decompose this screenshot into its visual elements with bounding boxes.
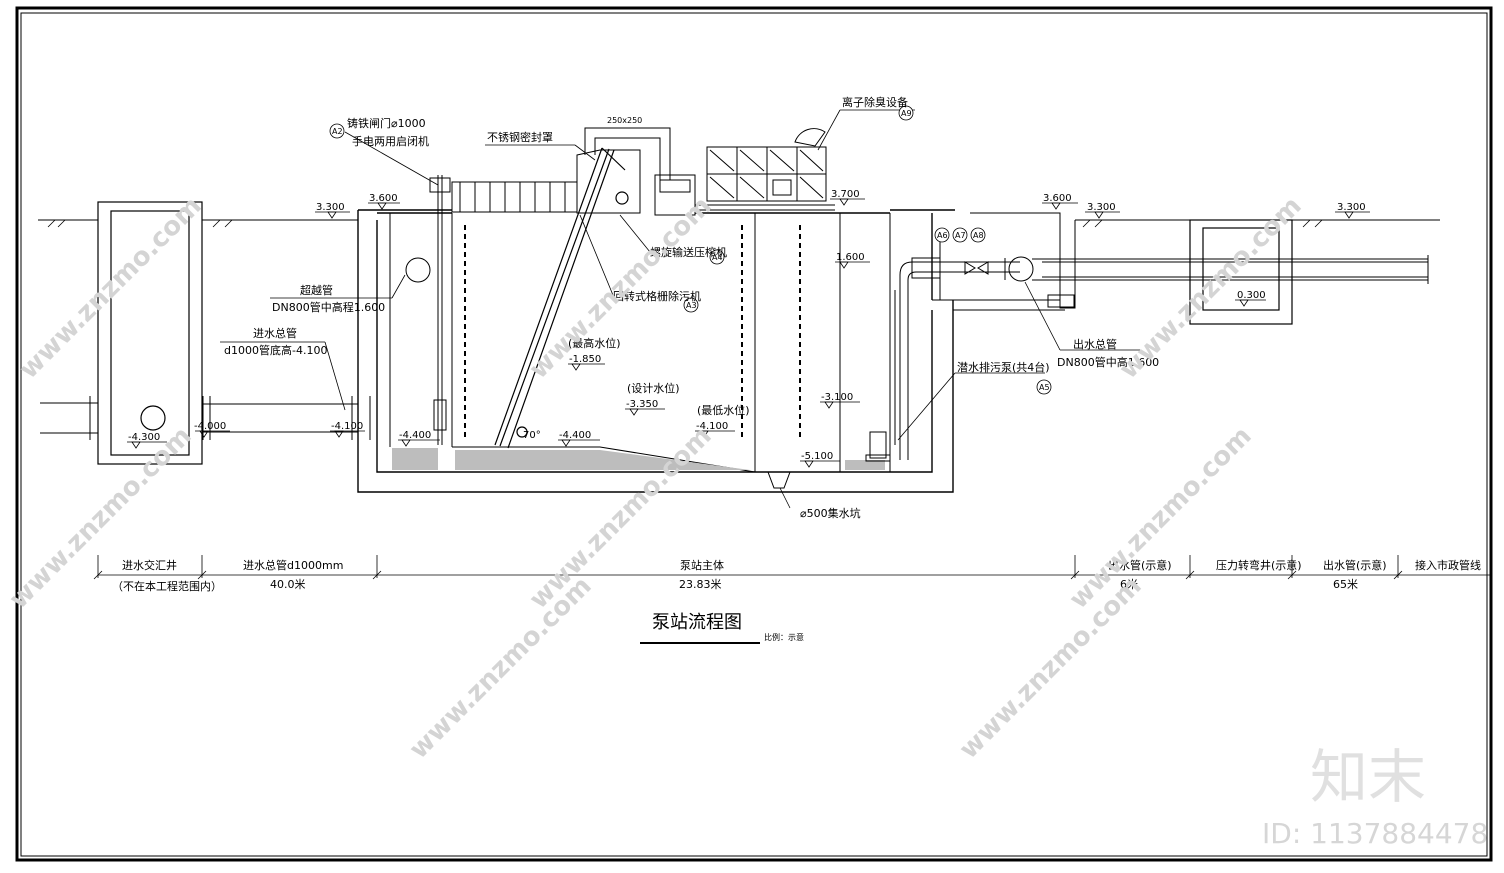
elevation-markers <box>127 198 1370 468</box>
label-design-level: (设计水位) <box>627 381 680 395</box>
label-outlet-main-spec: DN800管中高1.600 <box>1057 355 1159 369</box>
elev-bottom-pump: -5.100 <box>801 451 833 462</box>
section-name-6: 接入市政管线 <box>1415 558 1481 572</box>
tag-a6: A6 <box>937 231 948 240</box>
cast-iron-gate <box>429 175 451 445</box>
tag-a7: A7 <box>955 231 966 240</box>
tag-a4: A4 <box>712 253 723 262</box>
tag-a2: A2 <box>332 127 343 136</box>
elev-design-wl: -3.350 <box>626 399 658 410</box>
section-value-2: 23.83米 <box>679 578 722 591</box>
ground-hatch <box>47 219 1323 228</box>
bypass-pipe <box>405 257 431 283</box>
watermark-logo: 知末 <box>1310 743 1426 811</box>
outer-frame <box>15 6 1493 862</box>
outlet-chamber <box>932 212 1076 311</box>
tag-a9: A9 <box>901 109 912 118</box>
inlet-main-pipe <box>40 396 371 440</box>
inlet-well <box>97 201 203 465</box>
dimension-table-text: 进水交汇井 （不在本工程范围内） 进水总管d1000mm 40.0米 泵站主体 … <box>112 558 1481 593</box>
pump-station-body <box>357 209 955 493</box>
outlet-pipes <box>899 255 1429 460</box>
elev-inlet-pipe-a: -4.000 <box>194 421 226 432</box>
elev-ground-left: 3.300 <box>316 202 345 213</box>
elev-wet-level: 1.600 <box>836 252 865 263</box>
label-angle: 70° <box>523 430 541 441</box>
dimension-table <box>93 555 1490 580</box>
pressure-bend-well <box>1189 219 1293 325</box>
screen-housing <box>576 127 696 216</box>
label-stainless-cover: 不锈钢密封罩 <box>487 130 553 144</box>
section-name-2: 泵站主体 <box>680 558 724 572</box>
elev-inlet-pipe-b: -4.100 <box>331 421 363 432</box>
label-rotary-screen: 回转式格栅除污机 <box>613 289 701 303</box>
label-bypass-pipe: 超越管 <box>300 283 333 297</box>
label-sub-pump: 潜水排污泵(共4台) <box>957 360 1050 374</box>
label-gate-hoist: 手电两用启闭机 <box>352 134 429 148</box>
section-value-5: 65米 <box>1333 578 1358 591</box>
drawing-title-block: 泵站流程图 比例：示意 <box>640 612 804 644</box>
label-min-level: (最低水位) <box>697 403 750 417</box>
component-labels: 铸铁闸门⌀1000 手电两用启闭机 不锈钢密封罩 250x250 离子除臭设备 … <box>224 95 1159 520</box>
watermark-id: ID: 1137884478 <box>1262 817 1488 850</box>
sump-pit <box>767 471 791 489</box>
label-screw-press: 螺旋输送压榨机 <box>650 245 727 259</box>
tag-a8: A8 <box>973 231 984 240</box>
elev-pump-top: 3.600 <box>369 193 398 204</box>
stainless-cover <box>451 181 578 213</box>
deodor-unit <box>695 128 835 211</box>
gravel-fill <box>392 448 885 470</box>
drawing-scale-note: 比例：示意 <box>764 632 804 642</box>
tag-a5: A5 <box>1039 383 1050 392</box>
label-sump: ⌀500集水坑 <box>800 506 861 520</box>
rotary-screen <box>494 147 629 449</box>
label-bypass-pipe-spec: DN800管中高程1.600 <box>272 300 385 314</box>
elev-pump-chamber: -3.100 <box>821 392 853 403</box>
elev-ground-mid: 3.300 <box>1087 202 1116 213</box>
section-name-5: 出水管(示意) <box>1323 558 1387 572</box>
elev-ground-right: 3.300 <box>1337 202 1366 213</box>
inner-frame <box>20 12 1488 857</box>
elev-inlet-well: -4.300 <box>128 432 160 443</box>
section-value-1: 40.0米 <box>270 578 306 591</box>
watermark-7: www.znzmo.com <box>404 571 598 765</box>
elev-well-right: 0.300 <box>1237 290 1266 301</box>
label-deodor: 离子除臭设备 <box>842 95 908 109</box>
label-inlet-main-spec: d1000管底高-4.100 <box>224 343 327 357</box>
section-value-0: （不在本工程范围内） <box>112 579 222 593</box>
section-name-1: 进水总管d1000mm <box>243 558 343 572</box>
elev-max-wl: -1.850 <box>569 354 601 365</box>
label-outlet-main: 出水总管 <box>1073 337 1117 351</box>
elev-min-wl: -4.100 <box>696 421 728 432</box>
elev-channel-floor: -4.400 <box>559 430 591 441</box>
watermark-2: www.znzmo.com <box>524 191 718 385</box>
label-duct-size: 250x250 <box>607 116 642 125</box>
section-value-3: 6米 <box>1120 578 1138 591</box>
elev-screen-floor: -4.400 <box>399 430 431 441</box>
callout-tags <box>329 105 1052 395</box>
elevation-texts: 3.300 3.600 3.700 3.600 3.300 3.300 0.30… <box>128 189 1366 462</box>
callout-tag-text: A2 A3 A4 A5 A6 A7 A8 A9 <box>332 109 1050 392</box>
label-inlet-main: 进水总管 <box>253 326 297 340</box>
elev-outlet-top: 3.600 <box>1043 193 1072 204</box>
elev-deodor-base: 3.700 <box>831 189 860 200</box>
watermark-6: www.znzmo.com <box>1064 421 1258 615</box>
drawing-title: 泵站流程图 <box>652 612 742 633</box>
section-name-4: 压力转弯井(示意) <box>1216 558 1302 572</box>
internal-walls <box>389 213 891 473</box>
label-gate: 铸铁闸门⌀1000 <box>347 116 426 130</box>
watermark-8: www.znzmo.com <box>954 571 1148 765</box>
label-max-level: (最高水位) <box>568 336 621 350</box>
section-name-3: 出水管(示意) <box>1108 558 1172 572</box>
section-name-0: 进水交汇井 <box>122 558 177 572</box>
tag-a3: A3 <box>686 301 697 310</box>
submersible-pump <box>865 290 896 462</box>
